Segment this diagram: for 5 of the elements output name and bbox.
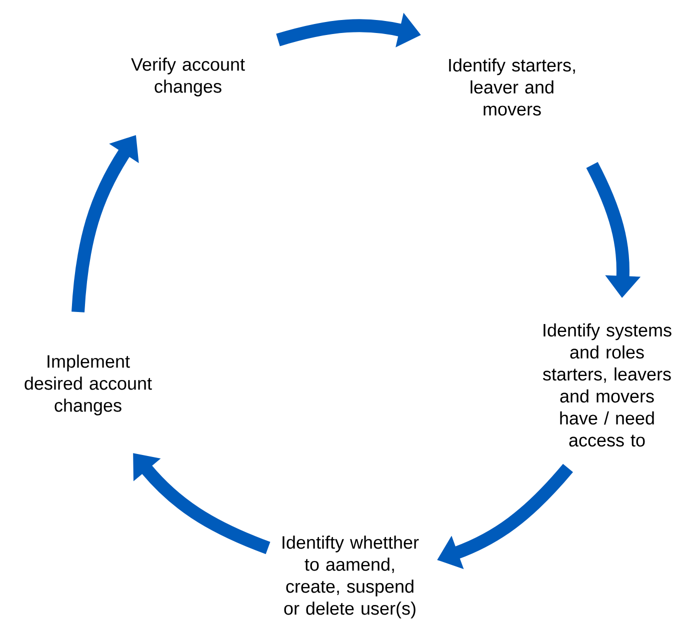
step-text: Verify account changes (131, 58, 245, 96)
step-text: Identifty whetther to aamend, create, suspend or delete user(s) (282, 536, 419, 618)
step-text: Implement desired account changes (24, 354, 152, 416)
step-text: Identify systems and roles starters, leavers and movers have / need access to (543, 323, 672, 447)
step-text: Identify starters, leaver and movers (449, 58, 575, 116)
